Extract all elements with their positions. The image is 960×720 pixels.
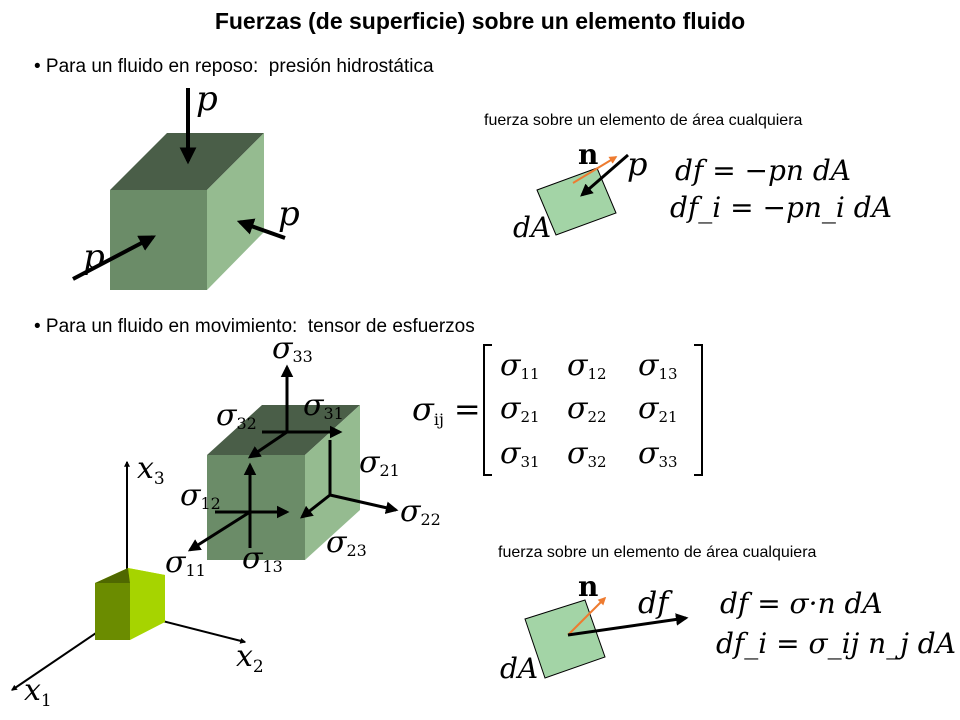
pressure-label-front: p bbox=[83, 237, 105, 277]
force-arrow-motion bbox=[567, 613, 689, 637]
equation-motion-vector: df = σ·n dA bbox=[720, 587, 883, 620]
pressure-arrow-front bbox=[72, 235, 156, 281]
equation-rest-index: df_i = −pn_i dA bbox=[670, 191, 892, 224]
normal-arrow-rest bbox=[572, 156, 618, 184]
stress-labels: σ33 σ31 σ32 σ21 σ12 σ22 σ23 σ11 σ13 bbox=[165, 331, 441, 580]
stress-cube bbox=[207, 405, 360, 560]
label-sigma-12: σ12 bbox=[180, 478, 221, 513]
cube-front-face bbox=[110, 190, 207, 290]
stress-cube-side bbox=[305, 405, 360, 560]
bullet-rest: • Para un fluido en reposo: presión hidr… bbox=[34, 56, 434, 77]
force-label-motion: df bbox=[638, 586, 673, 621]
stress-cube-front bbox=[207, 455, 305, 560]
matrix-cell: σ33 bbox=[638, 436, 678, 471]
label-sigma-23: σ23 bbox=[326, 525, 367, 560]
axis-label-x1: x1 bbox=[24, 673, 52, 711]
matrix-cell: σ13 bbox=[638, 348, 678, 383]
matrix-cell: σ22 bbox=[567, 391, 607, 426]
mini-cube bbox=[95, 568, 165, 640]
pressure-label-element: p bbox=[627, 145, 647, 183]
matrix-bracket-left bbox=[483, 344, 492, 476]
matrix-entries: σ11 σ12 σ13 σ21 σ22 σ21 σ31 σ32 σ33 bbox=[500, 348, 678, 471]
mini-cube-shadow bbox=[95, 568, 130, 583]
matrix-cell: σ31 bbox=[500, 436, 540, 471]
label-sigma-21: σ21 bbox=[359, 445, 400, 480]
pressure-arrow-side bbox=[236, 218, 286, 240]
label-sigma-13: σ13 bbox=[242, 541, 283, 576]
stress-arrow-22 bbox=[329, 493, 399, 514]
matrix-cell: σ21 bbox=[638, 391, 678, 426]
stress-arrow-23 bbox=[300, 493, 331, 519]
caption-rest: fuerza sobre un elemento de área cualqui… bbox=[484, 112, 803, 129]
pressure-label-side: p bbox=[278, 194, 300, 234]
stress-arrow-11 bbox=[187, 510, 251, 552]
normal-label-motion: n bbox=[578, 570, 598, 603]
pressure-label-top: p bbox=[196, 79, 218, 119]
normal-label-rest: n bbox=[578, 138, 598, 171]
equation-motion-index: df_i = σ_ij n_j dA bbox=[716, 627, 956, 660]
normal-arrow-motion bbox=[567, 596, 607, 636]
label-sigma-31: σ31 bbox=[303, 388, 344, 423]
bullet-motion: • Para un fluido en movimiento: tensor d… bbox=[34, 316, 475, 337]
mini-cube-side bbox=[128, 568, 165, 640]
label-sigma-11: σ11 bbox=[165, 545, 206, 580]
caption-motion: fuerza sobre un elemento de área cualqui… bbox=[498, 544, 817, 561]
area-label-motion: dA bbox=[500, 652, 538, 685]
cube-side-face bbox=[207, 133, 264, 290]
label-sigma-33: σ33 bbox=[272, 331, 313, 366]
matrix-cell: σ12 bbox=[567, 348, 607, 383]
mini-cube-front bbox=[95, 583, 130, 640]
tensor-lhs: σij= bbox=[412, 390, 481, 429]
stress-cube-top bbox=[207, 405, 360, 455]
area-label-rest: dA bbox=[513, 211, 551, 244]
label-sigma-22: σ22 bbox=[400, 494, 441, 529]
label-sigma-32: σ32 bbox=[216, 398, 257, 433]
axis-label-x2: x2 bbox=[236, 639, 264, 677]
area-element-rest bbox=[536, 167, 617, 236]
matrix-cell: σ32 bbox=[567, 436, 607, 471]
matrix-bracket-right bbox=[694, 344, 703, 476]
equation-rest-vector: df = −pn dA bbox=[675, 154, 851, 187]
stress-arrow-32 bbox=[247, 430, 288, 459]
matrix-cell: σ11 bbox=[500, 348, 540, 383]
axis-label-x3: x3 bbox=[137, 451, 165, 489]
matrix-cell: σ21 bbox=[500, 391, 540, 426]
pressure-arrow-element bbox=[580, 153, 629, 197]
slide-title: Fuerzas (de superficie) sobre un element… bbox=[214, 8, 746, 34]
area-element-motion bbox=[524, 599, 606, 679]
